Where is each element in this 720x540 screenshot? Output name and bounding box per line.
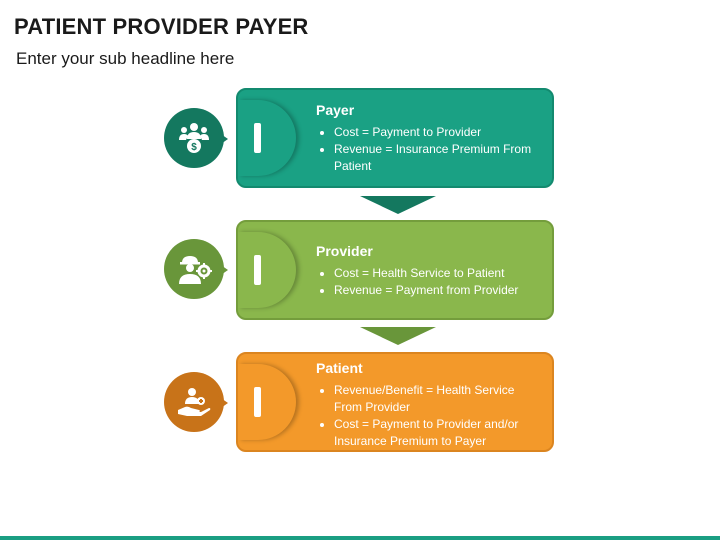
provider-bullet-list: Cost = Health Service to Patient Revenue…: [316, 265, 542, 299]
provider-icon-pointer: [218, 263, 228, 277]
payer-bullet: Cost = Payment to Provider: [334, 124, 542, 141]
patient-bullet: Cost = Payment to Provider and/or Insura…: [334, 416, 542, 450]
patient-icon-pointer: [218, 396, 228, 410]
patient-bullet: Revenue/Benefit = Health Service From Pr…: [334, 382, 542, 416]
provider-card: Provider Cost = Health Service to Patien…: [236, 220, 554, 320]
payer-heading: Payer: [316, 102, 355, 118]
patient-heading: Patient: [316, 360, 363, 376]
patient-card-tab: [238, 364, 296, 440]
payer-bullet: Revenue = Insurance Premium From Patient: [334, 141, 542, 175]
people-dollar-icon: $: [179, 123, 209, 153]
hand-care-icon: [178, 388, 211, 416]
bottom-accent-bar: [0, 536, 720, 540]
payer-icon-pointer: [218, 132, 228, 146]
page-title: PATIENT PROVIDER PAYER: [14, 14, 309, 39]
provider-bullet: Cost = Health Service to Patient: [334, 265, 542, 282]
payer-tab-bar: [254, 123, 261, 153]
provider-heading: Provider: [316, 243, 373, 259]
provider-bullet: Revenue = Payment from Provider: [334, 282, 542, 299]
patient-card-content: Patient Revenue/Benefit = Health Service…: [316, 360, 542, 450]
provider-icon-badge: [164, 239, 234, 299]
provider-card-tab: [238, 232, 296, 308]
provider-card-content: Provider Cost = Health Service to Patien…: [316, 243, 542, 299]
payer-bullet-list: Cost = Payment to Provider Revenue = Ins…: [316, 124, 542, 175]
provider-icon-circle: [164, 239, 224, 299]
provider-tab-bar: [254, 255, 261, 285]
payer-card-tab: [238, 100, 296, 176]
payer-icon-badge: $: [164, 108, 234, 168]
payer-card: Payer Cost = Payment to Provider Revenue…: [236, 88, 554, 188]
svg-text:$: $: [191, 142, 197, 153]
payer-card-content: Payer Cost = Payment to Provider Revenue…: [316, 102, 542, 175]
down-arrow-2: [360, 327, 436, 345]
patient-bullet-list: Revenue/Benefit = Health Service From Pr…: [316, 382, 542, 450]
down-arrow-1: [360, 196, 436, 214]
patient-tab-bar: [254, 387, 261, 417]
patient-card: Patient Revenue/Benefit = Health Service…: [236, 352, 554, 452]
page-subtitle: Enter your sub headline here: [16, 49, 235, 68]
worker-gear-icon: [179, 256, 212, 284]
patient-icon-badge: [164, 372, 234, 432]
